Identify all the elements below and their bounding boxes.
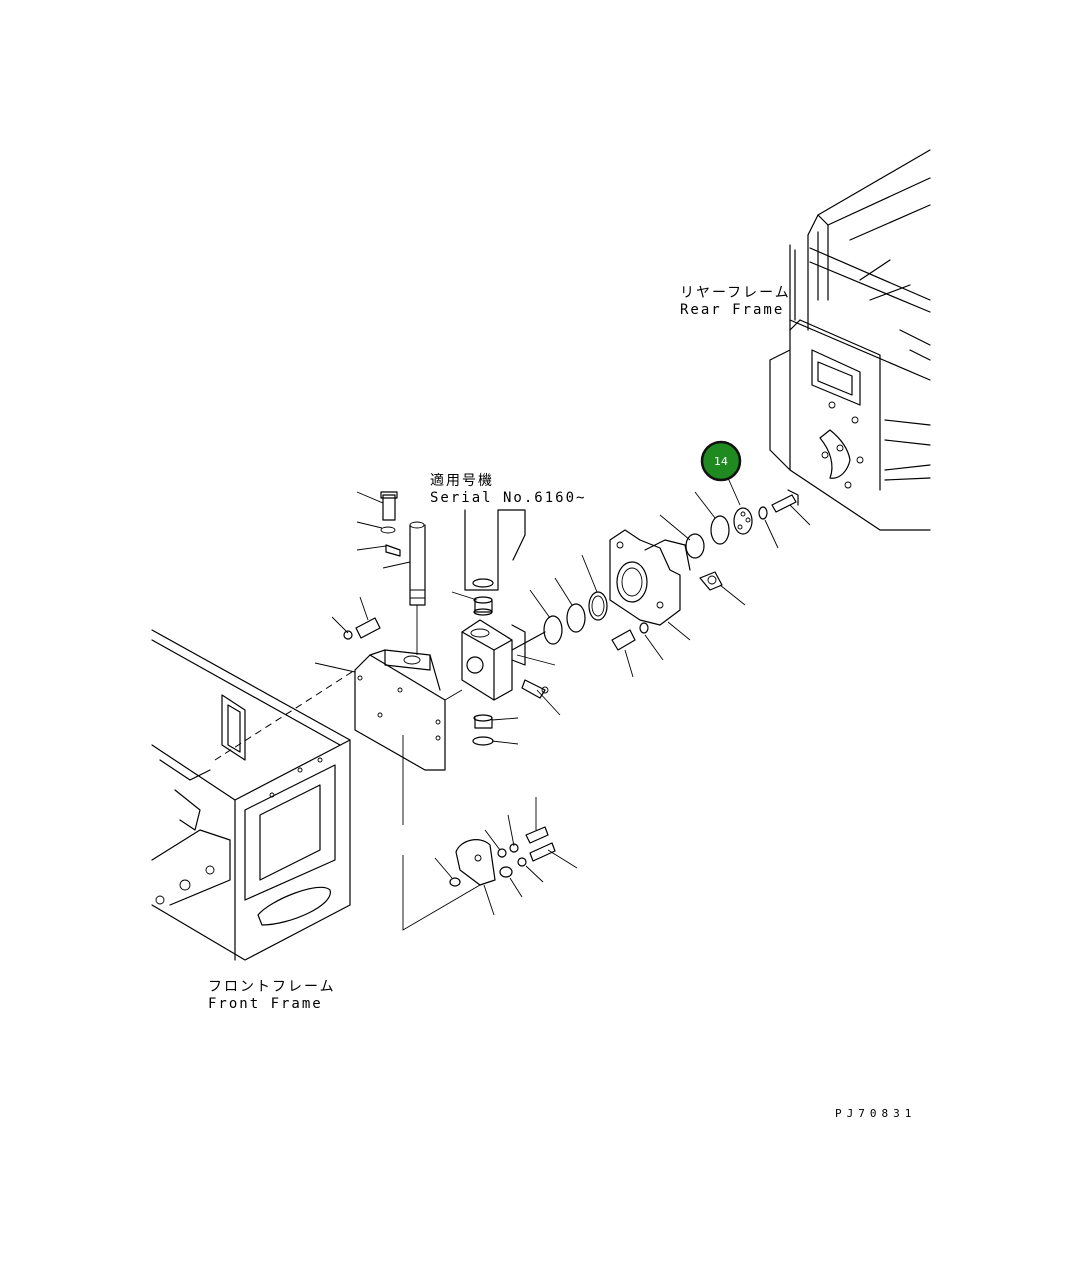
serial-bracket (464, 509, 526, 591)
leader-lines (314, 477, 811, 916)
rear-frame-label-en: Rear Frame (680, 302, 784, 318)
front-frame-label-jp: フロントフレーム (208, 979, 336, 995)
front-frame (151, 629, 351, 961)
lock-plate (449, 826, 556, 887)
seal-rings (511, 591, 608, 651)
swivel-block (461, 619, 526, 701)
rear-frame (769, 149, 931, 531)
grease-fitting-center (521, 679, 549, 699)
assembly-lines (214, 669, 481, 931)
rear-frame-label-jp: リヤーフレーム (680, 285, 791, 301)
callout-number: 14 (714, 455, 728, 468)
hinge-bracket-plate (354, 649, 446, 771)
drawing-code: PJ70831 (835, 1107, 916, 1120)
lower-bolts (343, 617, 649, 651)
bearing-rings-upper (685, 507, 753, 559)
hinge-pin (409, 521, 426, 655)
callout-badge-14[interactable]: 14 (700, 440, 742, 482)
housing (609, 529, 691, 626)
right-bolt (758, 489, 799, 520)
serial-label-jp: 適用号機 (430, 472, 494, 489)
callout-circle[interactable] (700, 440, 742, 482)
front-frame-label-en: Front Frame (208, 996, 323, 1012)
serial-label-en: Serial No.6160~ (430, 490, 586, 506)
grease-fitting-right (699, 571, 723, 591)
upper-bolt (380, 491, 401, 557)
